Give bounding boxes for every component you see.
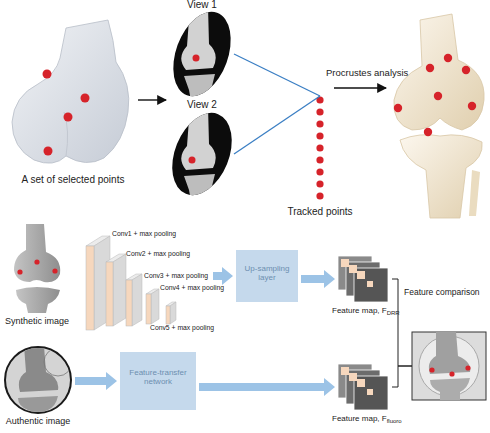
caption: Feature map, Ffluoro [332, 414, 412, 425]
node-label: Tracked points [280, 206, 360, 218]
conv-label: Conv5 + max pooling [150, 324, 214, 332]
feature-maps [338, 364, 388, 410]
comparison-image [412, 332, 486, 400]
node-label: Feature comparison [404, 288, 490, 298]
image-node: Synthetic image [8, 222, 66, 314]
caption-text: Feature map, F [332, 414, 387, 423]
conv-label: Conv2 + max pooling [126, 250, 190, 258]
synthetic-image [14, 224, 60, 313]
connector [392, 366, 412, 387]
node-label: Feature-transfer network [123, 368, 193, 386]
xray-view [163, 4, 242, 112]
node-label: A set of selected points [3, 174, 143, 186]
fluoro-image [5, 346, 72, 416]
node-label: Synthetic image [2, 316, 72, 326]
conv-stack: Conv1 + max poolingConv2 + max poolingCo… [78, 228, 210, 336]
points-node: Tracked points [314, 96, 326, 204]
caption: Feature map, FDRR [332, 306, 412, 317]
connector [234, 54, 320, 96]
connector [213, 267, 233, 285]
connector [199, 378, 335, 396]
image-node: A set of selected points [5, 22, 135, 170]
process-box: Feature-transfer network [120, 352, 196, 410]
connector [234, 96, 320, 154]
node-label: View 2 [177, 99, 227, 111]
feature-map: Feature map, Ffluoro [338, 364, 390, 410]
feature-map: Feature map, FDRR [338, 256, 390, 302]
view-node: View 2 [170, 112, 234, 196]
image-node: Feature comparison [412, 332, 486, 400]
node-label: Authentic image [0, 416, 76, 426]
view-node: View 1 [170, 12, 234, 96]
caption-text: Feature map, F [332, 306, 387, 315]
subscript: DRR [387, 310, 400, 316]
connector [301, 270, 335, 288]
image-node: Authentic image [4, 346, 72, 414]
connector [75, 372, 117, 390]
conv-label: Conv4 + max pooling [160, 284, 224, 292]
conv-label: Conv3 + max pooling [144, 272, 208, 280]
process-box: Up-sampling layer [236, 250, 298, 302]
tracked-points [316, 96, 323, 199]
edge-label: Procrustes analysis [326, 68, 408, 79]
node-label: View 1 [177, 0, 227, 11]
subscript: fluoro [387, 418, 402, 424]
conv-label: Conv1 + max pooling [112, 230, 176, 238]
knee-model [394, 14, 484, 218]
flow-arrow [334, 87, 386, 88]
feature-maps [338, 256, 388, 302]
node-label: Up-sampling layer [239, 264, 295, 282]
flow-arrow [138, 99, 166, 100]
femur-model [12, 20, 129, 163]
xray-view [161, 104, 243, 212]
